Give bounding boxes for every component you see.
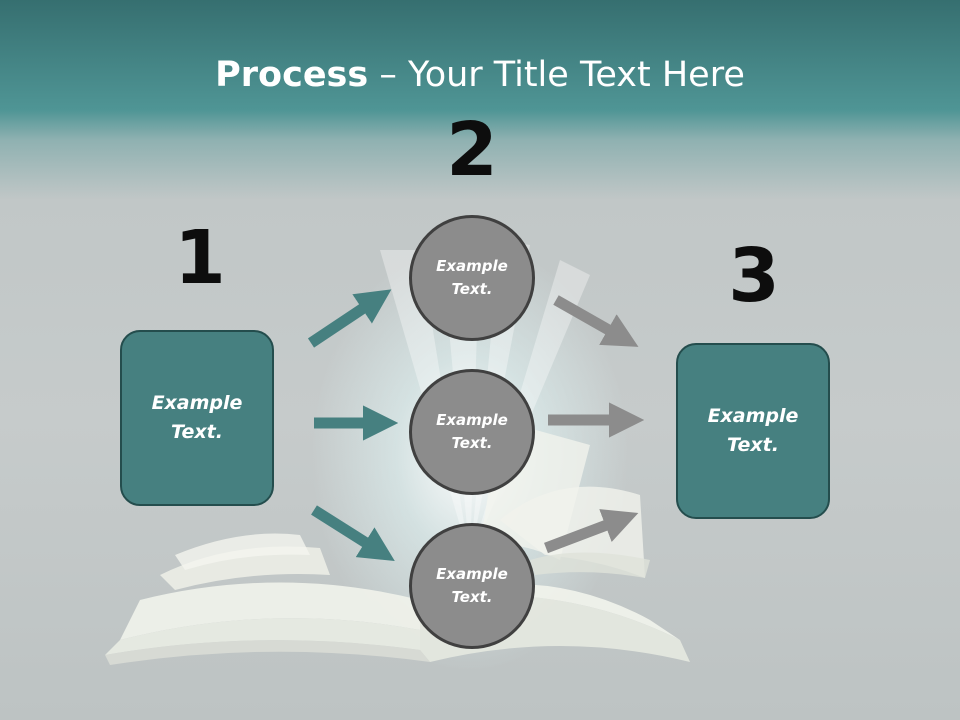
- circle-bottom-line2: Text.: [451, 588, 493, 606]
- left-box-line1: Example: [151, 392, 243, 414]
- circle-top-line2: Text.: [451, 280, 493, 298]
- right-box-line2: Text.: [727, 434, 779, 456]
- step-number-1: 1: [174, 215, 226, 301]
- circle-top-line1: Example: [436, 257, 508, 275]
- right-process-box[interactable]: Example Text.: [676, 343, 830, 519]
- arrow-to-circle-bottom: [311, 505, 395, 562]
- circle-middle-line1: Example: [436, 411, 508, 429]
- circle-bottom[interactable]: Example Text.: [409, 523, 535, 649]
- arrow-to-circle-top: [307, 289, 392, 348]
- arrow-from-circle-top: [553, 295, 639, 347]
- title-rest: – Your Title Text Here: [368, 55, 745, 95]
- step-number-3: 3: [728, 233, 780, 319]
- circle-top[interactable]: Example Text.: [409, 215, 535, 341]
- slide-title: Process – Your Title Text Here: [0, 52, 960, 98]
- circle-middle[interactable]: Example Text.: [409, 369, 535, 495]
- circle-middle-line2: Text.: [451, 434, 493, 452]
- circle-bottom-line1: Example: [436, 565, 508, 583]
- left-box-line2: Text.: [171, 421, 223, 443]
- step-number-2: 2: [446, 107, 498, 193]
- right-box-line1: Example: [707, 405, 799, 427]
- left-process-box[interactable]: Example Text.: [120, 330, 274, 506]
- arrow-from-circle-bottom: [544, 509, 639, 554]
- title-bold: Process: [215, 55, 369, 95]
